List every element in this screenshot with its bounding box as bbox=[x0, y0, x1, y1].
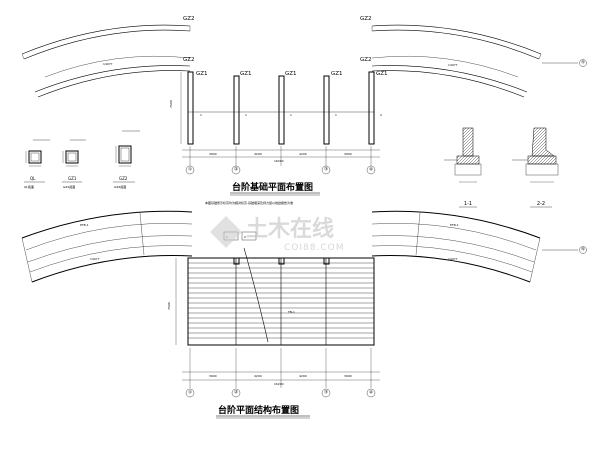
watermark-logo-icon bbox=[210, 216, 242, 248]
section-cut-1-1: 1-1 bbox=[444, 127, 482, 208]
axis-4-top: ④ bbox=[369, 167, 373, 173]
axis-bubbles-bottom: ① ② ③ ④ bbox=[185, 388, 376, 398]
gz2-tag-left-top: GZ2 bbox=[183, 16, 195, 22]
left-curved-beam-upper: GZ2 bbox=[21, 16, 195, 60]
ql-section bbox=[28, 150, 42, 164]
cut-mark-2: 2 bbox=[380, 113, 382, 117]
axis-bubble-right-top bbox=[579, 59, 587, 67]
cut-mark-1a: 1 bbox=[200, 113, 202, 117]
gz1-tag-3: GZ1 bbox=[285, 71, 297, 77]
dim-top-4: 3900 bbox=[344, 152, 352, 156]
axis-3-bottom: ③ bbox=[324, 390, 328, 396]
gz2-section-sub: GZ2截面 bbox=[114, 184, 126, 189]
axis-1-top: ① bbox=[188, 167, 192, 173]
dim-bottom-1: 3900 bbox=[209, 374, 217, 378]
watermark-url: COI88.COM bbox=[284, 243, 344, 253]
strip-gz2-left bbox=[187, 71, 194, 145]
dim-bottom-2: 4200 bbox=[254, 374, 262, 378]
column-section-details: QL GZ1 GZ2 QL截面 GZ1截面 GZ2截面 bbox=[24, 130, 140, 189]
gz2-section bbox=[118, 145, 132, 164]
tb-label: TB-1 bbox=[287, 310, 295, 314]
dim-top-2: 4200 bbox=[254, 152, 262, 156]
arc-dim-left-bottom: 14077 bbox=[90, 257, 100, 261]
gz1-tag-2: GZ1 bbox=[240, 71, 252, 77]
gz2-tag-right-mid: GZ2 bbox=[360, 57, 372, 63]
arc-dim-left: 14077 bbox=[103, 62, 113, 66]
dim-top-1: 3900 bbox=[209, 152, 217, 156]
strip-gz1-b bbox=[278, 75, 285, 145]
foundation-plan: GZ2 14077 GZ2 GZ2 14077 GZ2 ⑤ bbox=[21, 16, 587, 205]
axis-2-top: ② bbox=[234, 167, 238, 173]
bay-depth-dim-bottom: 7600 bbox=[167, 302, 171, 310]
right-curved-beam-upper: GZ2 bbox=[360, 16, 542, 60]
cut-mark-1c: 1 bbox=[290, 113, 292, 117]
gz1-section-sub: GZ1截面 bbox=[63, 184, 75, 189]
section-cut-2-2: 2-2 bbox=[512, 127, 559, 208]
column-strips bbox=[187, 71, 375, 145]
foundation-dimensions: 3900 4200 4200 3900 16200 bbox=[182, 146, 380, 166]
right-curved-beam-lower: 14077 GZ2 bbox=[360, 55, 528, 98]
cut-mark-1b: 1 bbox=[245, 113, 247, 117]
section-1-1-label: 1-1 bbox=[464, 201, 472, 207]
gz1-tag-1: GZ1 bbox=[196, 71, 208, 77]
strip-gz1-c bbox=[323, 75, 330, 145]
gz1-section-label: GZ1 bbox=[68, 176, 77, 181]
left-curved-beam-lower: 14077 GZ2 bbox=[34, 55, 195, 98]
arc-dim-right-bottom: 14077 bbox=[448, 257, 458, 261]
stair-steps-grid: TB-1 1 2 bbox=[187, 231, 375, 346]
strip-gz1-a bbox=[233, 75, 240, 145]
structure-plan: PTB-1 14077 PTB-1 14077 ⑤ bbox=[21, 210, 587, 419]
ql-section-label: QL bbox=[30, 176, 36, 181]
cut-mark-1d: 1 bbox=[335, 113, 337, 117]
axis-bubbles-top: ① ② ③ ④ bbox=[185, 165, 376, 175]
dim-bottom-3: 4200 bbox=[299, 374, 307, 378]
cut-mark-tag-b: 2 bbox=[244, 235, 246, 239]
axis-bubble-right-bottom bbox=[579, 246, 587, 254]
slab-label-left: PTB-1 bbox=[80, 223, 89, 227]
dim-bottom-4: 3900 bbox=[344, 374, 352, 378]
gz1-section bbox=[65, 150, 79, 164]
dim-total-top: 16200 bbox=[274, 159, 284, 163]
arc-dim-right: 14077 bbox=[448, 63, 458, 67]
axis-3-top: ③ bbox=[324, 167, 328, 173]
ql-section-sub: QL截面 bbox=[24, 184, 34, 189]
dim-top-3: 4200 bbox=[299, 152, 307, 156]
dim-total-bottom: 16200 bbox=[274, 382, 284, 386]
watermark: 土木在线 COI88.COM bbox=[210, 216, 344, 253]
bay-depth-dim: 7600 bbox=[169, 100, 173, 108]
foundation-note: 本图基础所示标高均为相对标高,基础埋深及持力层以地勘报告为准 bbox=[205, 200, 293, 205]
structure-dimensions: 3900 4200 4200 3900 16200 bbox=[182, 348, 380, 388]
axis-2-bottom: ② bbox=[234, 390, 238, 396]
section-2-2-label: 2-2 bbox=[537, 201, 545, 207]
gz2-tag-right-top: GZ2 bbox=[360, 16, 372, 22]
gz1-tag-5: GZ1 bbox=[376, 71, 388, 77]
axis-4-bottom: ④ bbox=[369, 390, 373, 396]
foundation-plan-title: 台阶基础平面布置图 bbox=[232, 181, 313, 193]
structure-plan-title: 台阶平面结构布置图 bbox=[218, 404, 299, 416]
gz1-tag-4: GZ1 bbox=[331, 71, 343, 77]
axis-right-top: ⑤ bbox=[581, 60, 585, 66]
left-curved-slab: PTB-1 14077 bbox=[21, 210, 193, 283]
watermark-brand: 土木在线 bbox=[246, 216, 334, 242]
axis-1-bottom: ① bbox=[188, 390, 192, 396]
strip-gz2-right bbox=[368, 71, 375, 145]
slab-label-right: PTB-1 bbox=[450, 223, 459, 227]
gz2-section-label: GZ2 bbox=[119, 176, 128, 181]
gz2-tag-left-mid: GZ2 bbox=[183, 57, 195, 63]
right-curved-slab: PTB-1 14077 bbox=[371, 210, 541, 283]
axis-right-bottom: ⑤ bbox=[581, 247, 585, 253]
